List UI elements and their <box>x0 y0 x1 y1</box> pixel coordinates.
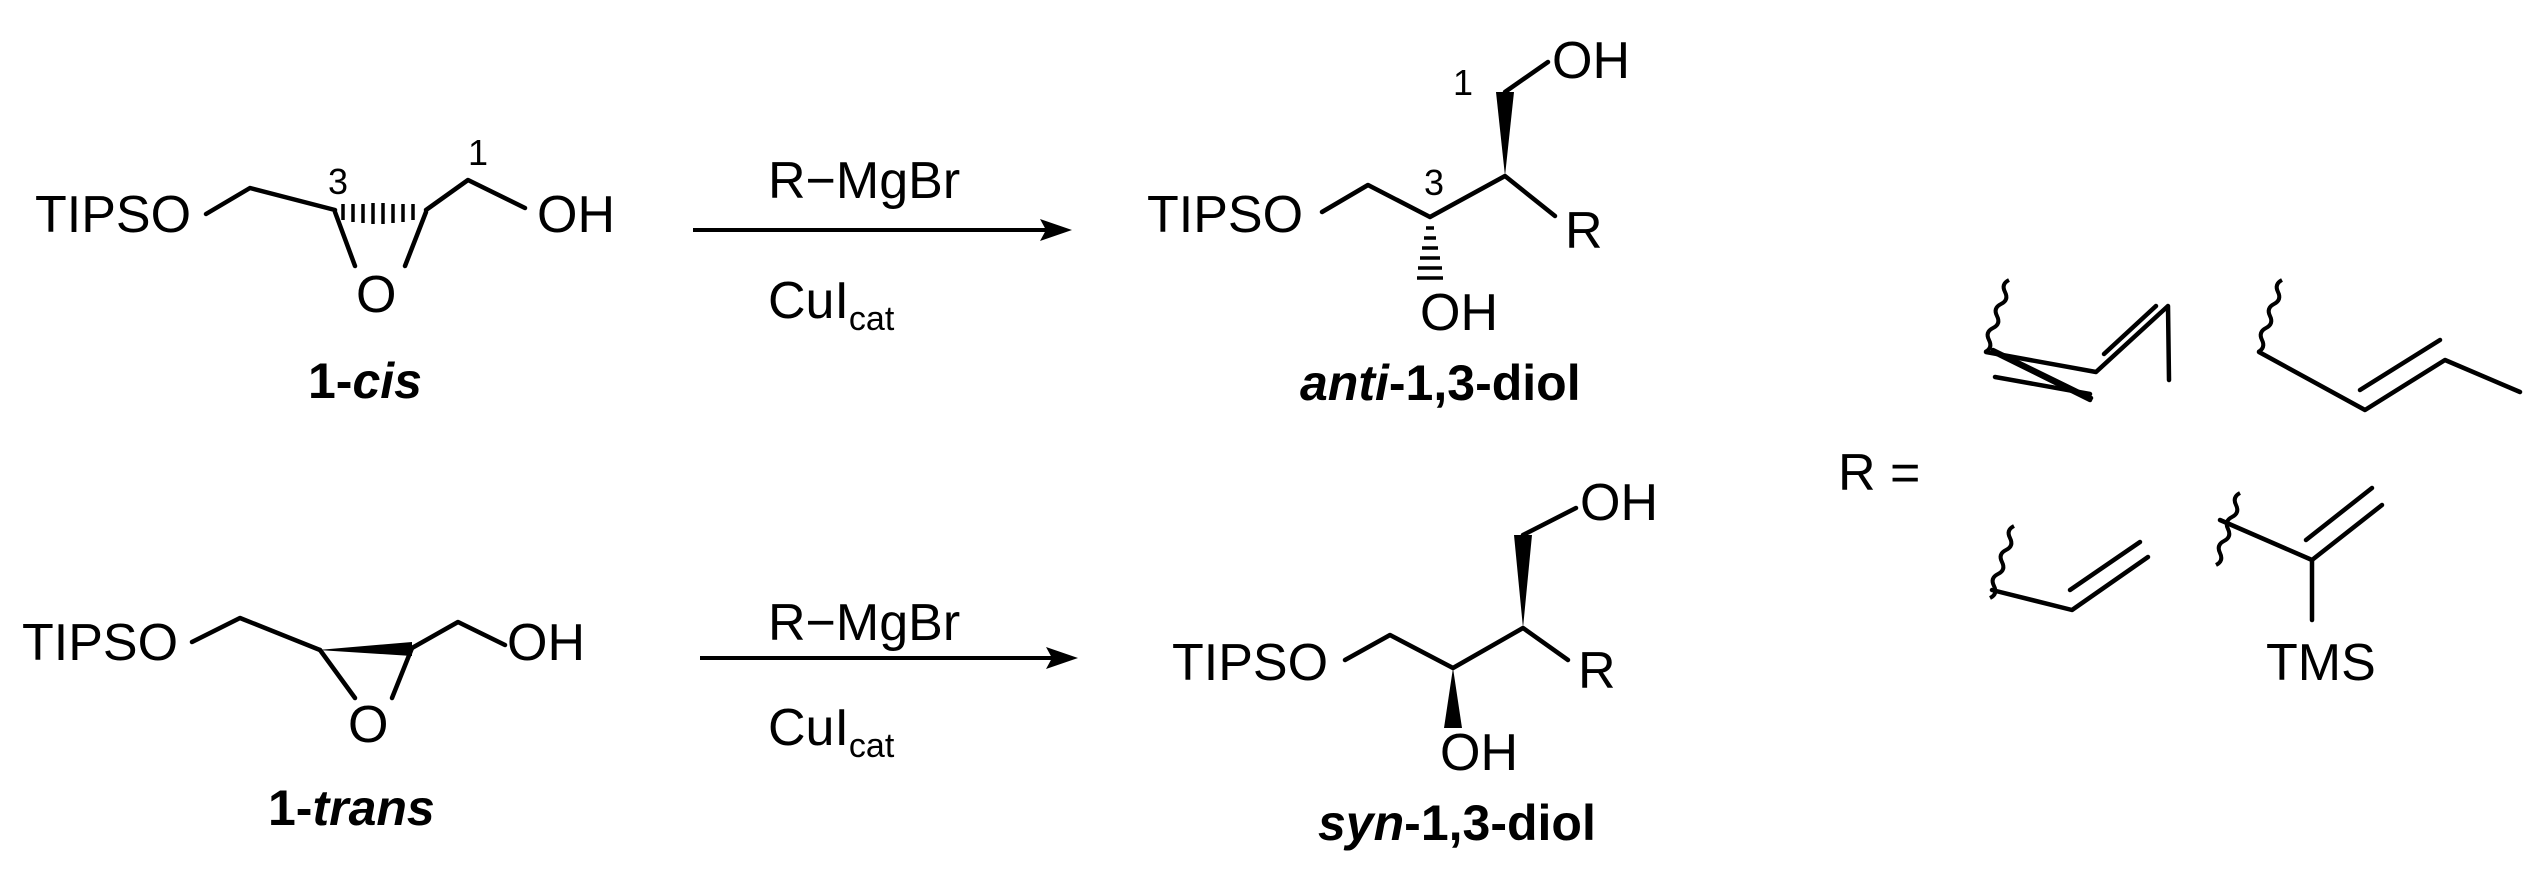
product-syn-diol: TIPSO OH OH R syn-1,3-diol <box>1172 474 1658 851</box>
substrate-1-cis: TIPSO 3 O 1 OH 1-cis <box>35 132 615 409</box>
r-label: R <box>1578 642 1616 700</box>
substrate-caption: 1-trans <box>268 780 435 836</box>
product-anti-diol: TIPSO 3 1 OH OH R anti-1,3-diol <box>1147 32 1630 411</box>
tipso-label: TIPSO <box>35 186 191 244</box>
reaction-arrow-1: R−MgBr CuIcat <box>693 152 1072 338</box>
substrate-1-trans: TIPSO O OH 1-trans <box>22 614 585 836</box>
reagent-label: R−MgBr <box>768 594 960 652</box>
wedge-bond <box>1514 535 1532 628</box>
tipso-label: TIPSO <box>1172 634 1328 692</box>
wedge-bond <box>1496 92 1514 176</box>
tipso-label: TIPSO <box>22 614 178 672</box>
tipso-label: TIPSO <box>1147 186 1303 244</box>
c3-label: 3 <box>1424 162 1444 203</box>
vinyl-icon <box>1989 524 2151 613</box>
reaction-arrow-2: R−MgBr CuIcat <box>700 594 1078 765</box>
c1-label: 1 <box>1453 62 1473 103</box>
cis-propenyl-icon <box>1983 278 2172 403</box>
reagent-label: R−MgBr <box>768 152 960 210</box>
oh-bottom-label: OH <box>1440 724 1518 782</box>
wedge-bond <box>1444 668 1462 728</box>
epoxide-ring <box>332 203 429 269</box>
r-equals-label: R = <box>1838 444 1920 502</box>
product-caption: anti-1,3-diol <box>1300 355 1581 411</box>
epoxide-o-label: O <box>356 266 396 324</box>
tms-vinyl-icon: TMS <box>2215 485 2385 692</box>
trans-propenyl-icon <box>2256 278 2523 413</box>
epoxide-o-label: O <box>348 696 388 754</box>
catalyst-label: CuIcat <box>768 699 895 765</box>
c1-label: 1 <box>468 132 488 173</box>
oh-top-label: OH <box>1580 474 1658 532</box>
hashed-bond <box>1417 226 1443 280</box>
epoxide-ring <box>317 642 415 701</box>
oh-bottom-label: OH <box>1420 284 1498 342</box>
oh-label: OH <box>537 186 615 244</box>
substrate-caption: 1-cis <box>308 353 422 409</box>
tms-label: TMS <box>2266 634 2376 692</box>
r-label: R <box>1565 202 1603 260</box>
product-caption: syn-1,3-diol <box>1318 795 1596 851</box>
oh-label: OH <box>507 614 585 672</box>
c3-label: 3 <box>328 161 348 202</box>
catalyst-label: CuIcat <box>768 272 895 338</box>
r-groups: R = TMS <box>1838 278 2523 692</box>
oh-top-label: OH <box>1552 32 1630 90</box>
